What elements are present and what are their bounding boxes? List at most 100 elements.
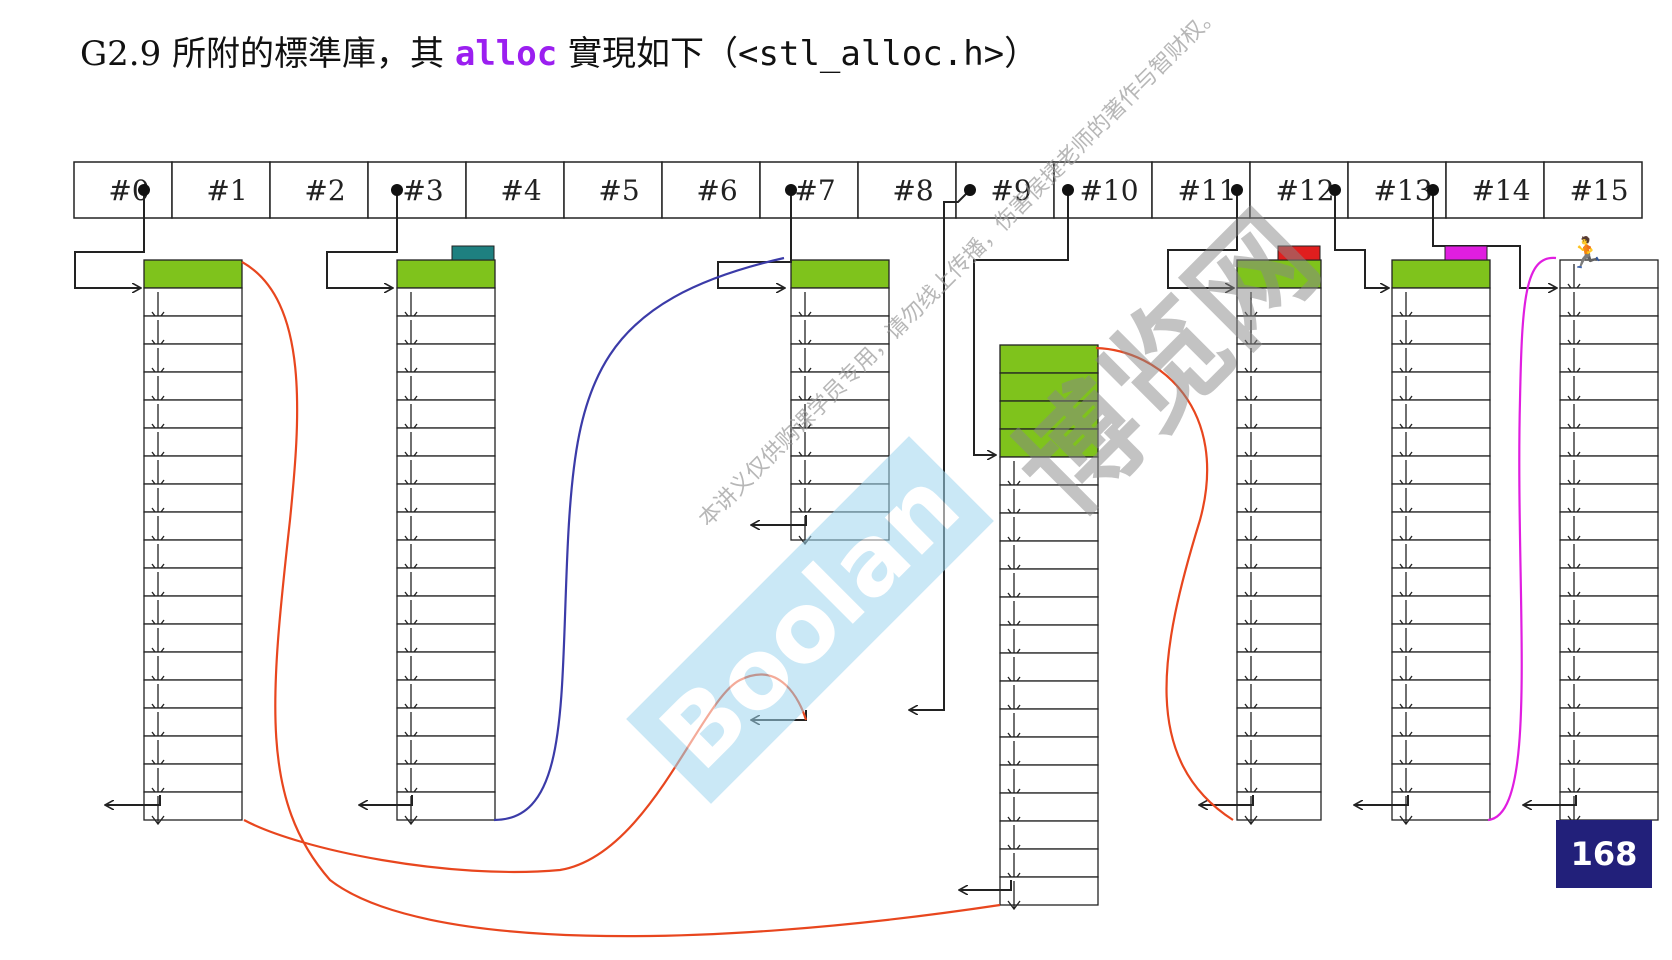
free-list-cell: #2 bbox=[269, 161, 369, 219]
free-block bbox=[1559, 763, 1659, 793]
free-block bbox=[396, 651, 496, 681]
allocated-block bbox=[999, 372, 1099, 402]
free-block bbox=[143, 427, 243, 457]
free-list-label: #12 bbox=[1275, 174, 1334, 207]
memory-chunk-column bbox=[999, 344, 1099, 911]
free-list-cell: #8 bbox=[857, 161, 957, 219]
free-block bbox=[1236, 735, 1322, 765]
free-block bbox=[999, 484, 1099, 514]
free-block bbox=[999, 680, 1099, 710]
free-block bbox=[1559, 539, 1659, 569]
allocated-block bbox=[1391, 259, 1491, 289]
free-list-label: #5 bbox=[598, 174, 639, 207]
free-block bbox=[1236, 567, 1322, 597]
free-list-label: #8 bbox=[892, 174, 933, 207]
pointer-12 bbox=[1334, 190, 1388, 288]
free-block bbox=[1236, 455, 1322, 485]
marker-teal bbox=[451, 245, 495, 261]
pointer-dots bbox=[138, 184, 1439, 196]
free-block bbox=[396, 371, 496, 401]
free-block bbox=[396, 707, 496, 737]
free-list-label: #13 bbox=[1373, 174, 1432, 207]
free-block bbox=[1236, 511, 1322, 541]
free-list-cell: #3 bbox=[367, 161, 467, 219]
allocated-block bbox=[143, 259, 243, 289]
free-block bbox=[396, 623, 496, 653]
free-block bbox=[1391, 287, 1491, 317]
free-block bbox=[999, 708, 1099, 738]
free-block bbox=[1236, 763, 1322, 793]
free-block bbox=[396, 399, 496, 429]
header-file-name: <stl_alloc.h> bbox=[738, 34, 1005, 74]
free-block bbox=[1559, 735, 1659, 765]
free-block bbox=[143, 399, 243, 429]
memory-chunk-column bbox=[396, 259, 496, 826]
pointer-lines bbox=[74, 189, 1556, 710]
free-list-cell: #12 bbox=[1249, 161, 1349, 219]
free-block bbox=[1559, 287, 1659, 317]
free-block bbox=[396, 511, 496, 541]
free-block bbox=[1236, 707, 1322, 737]
free-list-label: #4 bbox=[500, 174, 541, 207]
allocated-block bbox=[999, 400, 1099, 430]
pointer-0 bbox=[74, 190, 145, 288]
next-pointer-arrow bbox=[1007, 881, 1021, 911]
free-block bbox=[396, 483, 496, 513]
free-block bbox=[143, 679, 243, 709]
free-block bbox=[790, 399, 890, 429]
free-block bbox=[999, 820, 1099, 850]
free-block bbox=[143, 735, 243, 765]
allocated-block bbox=[790, 259, 890, 289]
free-block bbox=[396, 539, 496, 569]
free-block bbox=[1391, 735, 1491, 765]
free-block bbox=[1391, 679, 1491, 709]
free-block bbox=[999, 568, 1099, 598]
memory-chunks bbox=[143, 259, 1659, 911]
free-block bbox=[143, 707, 243, 737]
page-title: G2.9 所附的標準庫，其 alloc 實現如下（<stl_alloc.h>） bbox=[80, 34, 1039, 74]
free-block bbox=[396, 735, 496, 765]
free-list-cell: #7 bbox=[759, 161, 859, 219]
free-block bbox=[396, 763, 496, 793]
free-block bbox=[396, 343, 496, 373]
memory-chunk-column bbox=[1236, 259, 1322, 826]
free-block bbox=[1391, 707, 1491, 737]
free-block bbox=[143, 511, 243, 541]
free-block bbox=[1559, 679, 1659, 709]
link-blue bbox=[493, 256, 785, 822]
allocated-block bbox=[1236, 259, 1322, 289]
free-block bbox=[1236, 623, 1322, 653]
free-block bbox=[396, 287, 496, 317]
link-magenta bbox=[1487, 256, 1557, 822]
pointer-9 bbox=[910, 189, 971, 710]
free-block bbox=[143, 343, 243, 373]
free-block bbox=[1391, 511, 1491, 541]
pointer-11 bbox=[1167, 190, 1238, 288]
free-block bbox=[999, 764, 1099, 794]
free-block bbox=[999, 540, 1099, 570]
pointer-3 bbox=[326, 190, 398, 288]
free-block bbox=[1236, 483, 1322, 513]
free-block bbox=[1391, 315, 1491, 345]
free-block bbox=[1559, 567, 1659, 597]
next-pointer-arrow bbox=[151, 796, 165, 826]
free-block bbox=[1559, 455, 1659, 485]
allocated-block bbox=[396, 259, 496, 289]
free-block bbox=[999, 736, 1099, 766]
free-list-label: #11 bbox=[1177, 174, 1236, 207]
free-block bbox=[1559, 651, 1659, 681]
free-block bbox=[143, 483, 243, 513]
free-block bbox=[1559, 511, 1659, 541]
free-block bbox=[1391, 595, 1491, 625]
link-red-a bbox=[241, 261, 1001, 938]
free-list-label: #1 bbox=[206, 174, 247, 207]
free-block bbox=[999, 624, 1099, 654]
free-list-cell: #0 bbox=[73, 161, 173, 219]
free-block bbox=[396, 455, 496, 485]
free-block bbox=[1236, 539, 1322, 569]
free-block bbox=[1559, 315, 1659, 345]
free-block bbox=[1391, 371, 1491, 401]
allocated-block bbox=[999, 428, 1099, 458]
free-block bbox=[1236, 399, 1322, 429]
free-block bbox=[1391, 343, 1491, 373]
